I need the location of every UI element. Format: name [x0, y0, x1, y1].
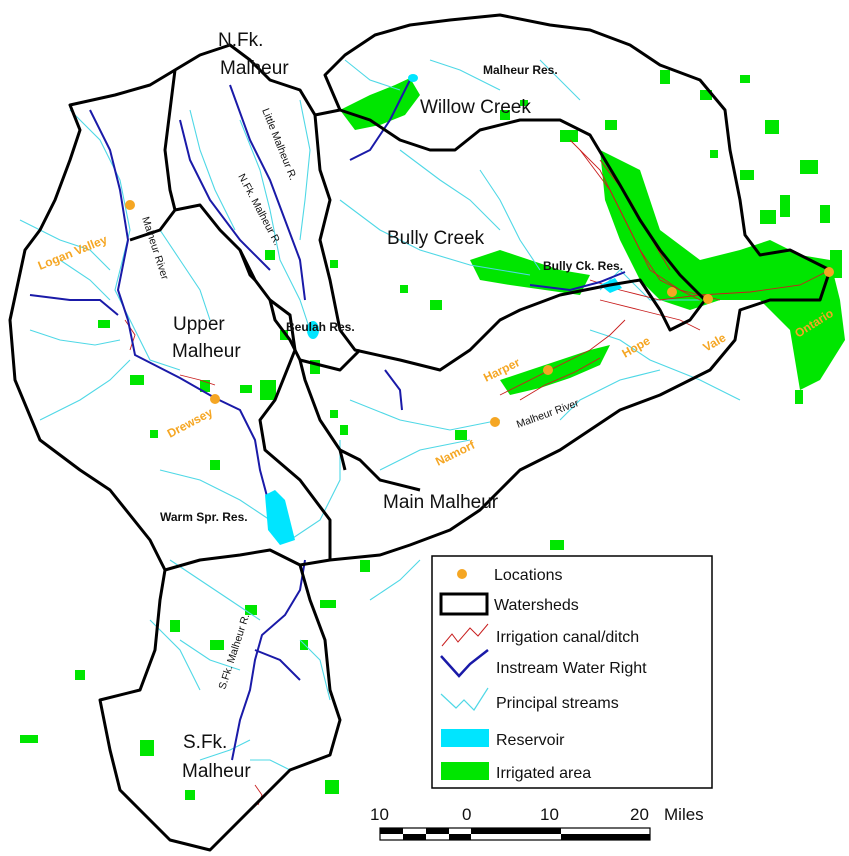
scale-seg-5: [471, 828, 561, 834]
legend-item-canal: Irrigation canal/ditch: [441, 623, 639, 647]
label-logan-valley: Logan Valley: [36, 232, 110, 273]
label-warm-spr-res: Warm Spr. Res.: [160, 510, 248, 524]
label-malheur-river-upper: Malheur River: [139, 215, 171, 281]
legend-label-instream: Instream Water Right: [496, 660, 647, 677]
label-upper: Upper: [173, 314, 225, 335]
legend-item-instream: Instream Water Right: [440, 649, 647, 678]
marker-harper: [543, 365, 553, 375]
scale-label-miles: Miles: [664, 805, 704, 824]
marker-vale: [703, 294, 713, 304]
label-namorf: Namorf: [433, 437, 478, 468]
label-main-malheur: Main Malheur: [383, 492, 499, 513]
marker-drewsey: [210, 394, 220, 404]
label-hope: Hope: [620, 333, 653, 360]
legend-item-reservoir: Reservoir: [441, 729, 565, 749]
scale-label-10: 10: [540, 805, 559, 824]
scale-label-20: 20: [630, 805, 649, 824]
irrigated-areas: [20, 70, 845, 800]
label-nfk-malheur-r: N.Fk. Malheur R.: [235, 172, 283, 248]
legend-label-reservoir: Reservoir: [496, 732, 565, 749]
location-markers: [125, 200, 834, 427]
scale-seg-6: [561, 834, 650, 840]
reservoir-labels: Malheur Res. Bully Ck. Res. Beulah Res. …: [160, 63, 623, 524]
legend-label-irrigated: Irrigated area: [496, 765, 591, 782]
label-upper-2: Malheur: [172, 341, 241, 362]
watershed-labels: N.Fk. Malheur Willow Creek Bully Creek U…: [172, 30, 531, 782]
label-bully-creek: Bully Creek: [387, 228, 485, 249]
label-bully-ck-res: Bully Ck. Res.: [543, 259, 623, 273]
label-malheur-river-main: Malheur River: [515, 397, 581, 431]
legend-stream-symbol: [440, 687, 489, 711]
scale-seg-1: [380, 828, 403, 834]
scale-seg-3: [426, 828, 449, 834]
legend-instream-symbol: [440, 649, 489, 678]
legend-irrigated-symbol: [441, 762, 489, 780]
legend-location-symbol: [457, 569, 467, 579]
label-drewsey: Drewsey: [165, 405, 215, 441]
irrigation-canals: [124, 139, 831, 806]
legend-item-streams: Principal streams: [440, 687, 619, 712]
legend-reservoir-symbol: [441, 729, 489, 747]
scale-seg-4: [449, 834, 471, 840]
label-beulah-res: Beulah Res.: [286, 320, 355, 334]
legend-label-watersheds: Watersheds: [494, 597, 579, 614]
label-sfk-malheur-r: S.Fk. Malheur R.: [216, 612, 252, 691]
legend-canal-symbol: [441, 623, 489, 647]
label-malheur-res: Malheur Res.: [483, 63, 558, 77]
marker-hope: [667, 287, 677, 297]
legend-label-locations: Locations: [494, 567, 563, 584]
scale-seg-2: [403, 834, 426, 840]
instream-water-rights: [29, 79, 626, 761]
scale-label-10-left: 10: [370, 805, 389, 824]
label-nfk: N.Fk.: [218, 30, 263, 51]
legend-item-locations: Locations: [457, 567, 563, 584]
scale-bar: 10 0 10 20 Miles: [370, 805, 704, 841]
legend-item-watersheds: Watersheds: [439, 592, 579, 616]
marker-namorf: [490, 417, 500, 427]
legend: Locations Watersheds Irrigation canal/di…: [431, 555, 713, 789]
label-sfk-2: Malheur: [182, 761, 251, 782]
marker-logan-valley: [125, 200, 135, 210]
legend-item-irrigated: Irrigated area: [441, 762, 591, 782]
label-willow-creek: Willow Creek: [420, 97, 531, 118]
legend-label-canal: Irrigation canal/ditch: [496, 629, 639, 646]
legend-watershed-symbol: [439, 592, 489, 616]
marker-ontario: [824, 267, 834, 277]
scale-label-0: 0: [462, 805, 471, 824]
principal-streams: [19, 59, 741, 771]
legend-label-streams: Principal streams: [496, 695, 619, 712]
watershed-boundaries: [8, 13, 832, 852]
label-sfk: S.Fk.: [183, 732, 227, 753]
label-nfk-2: Malheur: [220, 58, 289, 79]
